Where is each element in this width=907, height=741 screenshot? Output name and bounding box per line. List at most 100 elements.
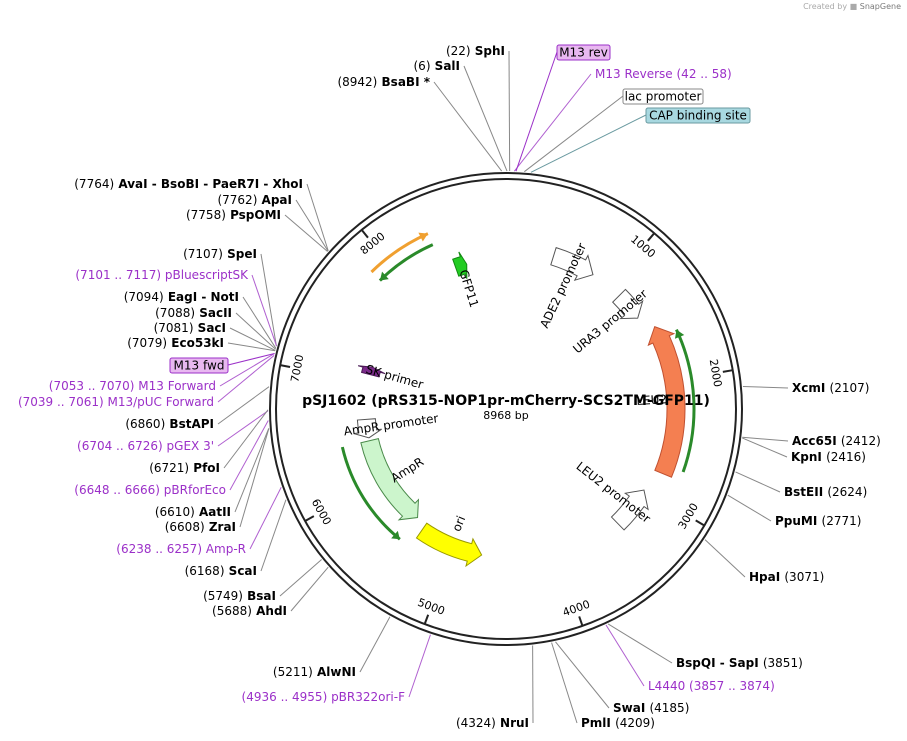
leader-line [217, 410, 269, 447]
leader-line [227, 342, 276, 352]
tick-label: 8000 [358, 230, 388, 258]
feature-arrow [358, 365, 386, 378]
leader-line [605, 624, 645, 687]
label-part: (8942) [337, 75, 377, 89]
leader-line [727, 494, 772, 522]
label-part: (3071) [784, 570, 824, 584]
feature-label: URA3 promoter [570, 287, 650, 357]
site-label: KpnI (2416) [791, 450, 866, 464]
tick-mark [695, 519, 705, 527]
leader-line [513, 73, 592, 172]
site-label: (7762) ApaI [217, 193, 292, 207]
tick-mark [578, 616, 584, 627]
feature-label: SK primer [364, 362, 425, 392]
label-part: (7053 .. 7070) [49, 379, 135, 393]
site-label: BspQI - SapI (3851) [676, 656, 803, 670]
backbone-outer [269, 172, 743, 646]
leader-line [408, 634, 431, 698]
leader-line [524, 95, 624, 173]
leader-line [704, 539, 746, 578]
label-part: SacI [194, 321, 227, 335]
label-part: (2624) [827, 485, 867, 499]
leader-line [555, 641, 610, 709]
tick-label: 4000 [561, 598, 592, 620]
primer-label: (7053 .. 7070) M13 Forward [49, 379, 216, 393]
label-part: SalI [431, 59, 461, 73]
label-part: BsaBI * [377, 75, 430, 89]
site-label: (4324) NruI [456, 716, 529, 730]
leader-line [742, 436, 789, 442]
orf-arrowhead [674, 329, 685, 339]
site-label: (7081) SacI [154, 321, 226, 335]
feature-label: ori [449, 514, 468, 534]
leader-line [234, 428, 270, 513]
orf-line [340, 446, 401, 541]
tick-mark [647, 232, 656, 242]
label-part: pGEX 3' [163, 439, 214, 453]
label-part: (2771) [822, 514, 862, 528]
feature-label: AmpR [388, 455, 426, 486]
site-label: BstEII (2624) [784, 485, 867, 499]
site-label: (5211) AlwNI [273, 665, 356, 679]
site-label: (7107) SpeI [183, 247, 257, 261]
tick-mark [304, 515, 315, 522]
orf-arrowhead [379, 271, 389, 281]
leader-line [260, 499, 287, 572]
leader-line [742, 386, 789, 389]
label-part: (6721) [149, 461, 189, 475]
label-part: BstEII [784, 485, 827, 499]
site-label: PpuMI (2771) [775, 514, 861, 528]
label-part: (6648 .. 6666) [74, 483, 160, 497]
label-part: Amp-R [202, 542, 246, 556]
leader-line [217, 386, 270, 425]
label-part: BsaI [243, 589, 276, 603]
label-part: (7758) [186, 208, 226, 222]
feature-arrow [550, 246, 594, 282]
backbone-inner [275, 178, 737, 640]
site-label: PmlI (4209) [581, 716, 655, 730]
feature-box-label: CAP binding site [649, 109, 747, 123]
snapgene-logo-icon: ■ [849, 2, 858, 11]
primer-label: (6648 .. 6666) pBRforEco [74, 483, 226, 497]
site-label: (7088) SacII [155, 306, 232, 320]
label-part: (7107) [183, 247, 223, 261]
label-part: KpnI [791, 450, 826, 464]
feature-box [556, 44, 611, 61]
label-part: ApaI [257, 193, 292, 207]
tick-mark [280, 364, 291, 369]
label-part: (3851) [763, 656, 803, 670]
label-part: NruI [496, 716, 529, 730]
leader-line [359, 616, 391, 673]
tick-label: 7000 [288, 353, 306, 383]
label-part: Acc65I [792, 434, 841, 448]
site-label: (7094) EagI - NotI [124, 290, 239, 304]
label-part: (6610) [155, 505, 195, 519]
label-part: HpaI [749, 570, 784, 584]
tick-mark [360, 229, 369, 239]
orf-arrows [340, 232, 696, 541]
leader-line [735, 471, 781, 493]
label-part: (5749) [203, 589, 243, 603]
feature-label: LEU2 [636, 392, 667, 408]
feature-label: GFP11 [456, 268, 481, 309]
site-label: (6721) PfoI [149, 461, 220, 475]
feature-box [645, 107, 751, 124]
label-part: L4440 [648, 679, 689, 693]
tick-mark [722, 369, 733, 373]
leader-line [551, 642, 578, 724]
leader-line [229, 420, 269, 491]
snapgene-credit: Created by ■ SnapGene [803, 2, 901, 11]
leader-line [249, 486, 282, 550]
orf-line [675, 329, 696, 473]
leader-line [295, 199, 329, 252]
label-part: (22) [446, 44, 471, 58]
label-part: (6608) [165, 520, 205, 534]
feature-box [622, 88, 704, 105]
leader-line [433, 81, 503, 172]
leader-line [530, 114, 647, 173]
site-label: (6610) AatII [155, 505, 231, 519]
leader-line [607, 623, 673, 664]
tick-mark [423, 614, 430, 625]
site-labels: (22) SphI(6) SalI(8942) BsaBI *(7764) Av… [18, 44, 881, 730]
label-part: (6860) [125, 417, 165, 431]
